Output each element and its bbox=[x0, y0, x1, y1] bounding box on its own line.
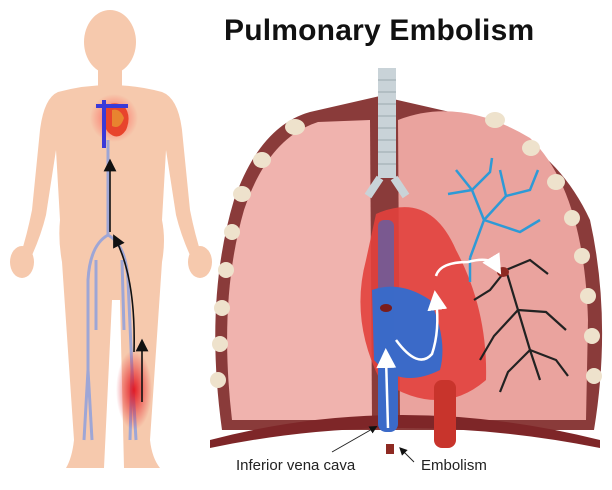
diaphragm bbox=[210, 415, 600, 448]
lung-clot bbox=[497, 267, 509, 277]
label-pointers bbox=[331, 426, 415, 463]
body-flow-arrows bbox=[103, 158, 149, 402]
human-body-figure bbox=[10, 10, 212, 468]
label-inferior-vena-cava: Inferior vena cava bbox=[236, 457, 356, 474]
blood-flow-arrows bbox=[376, 252, 502, 429]
diagram-title: Pulmonary Embolism bbox=[224, 14, 535, 47]
embolism-fragment bbox=[386, 444, 394, 454]
pulmonary-arteries-blue bbox=[447, 157, 541, 282]
label-embolism: Embolism bbox=[421, 457, 487, 474]
heart-on-body bbox=[90, 94, 138, 148]
leg-clot-glow bbox=[116, 350, 152, 430]
blocked-vessels-black bbox=[473, 258, 569, 393]
trachea bbox=[364, 68, 410, 199]
